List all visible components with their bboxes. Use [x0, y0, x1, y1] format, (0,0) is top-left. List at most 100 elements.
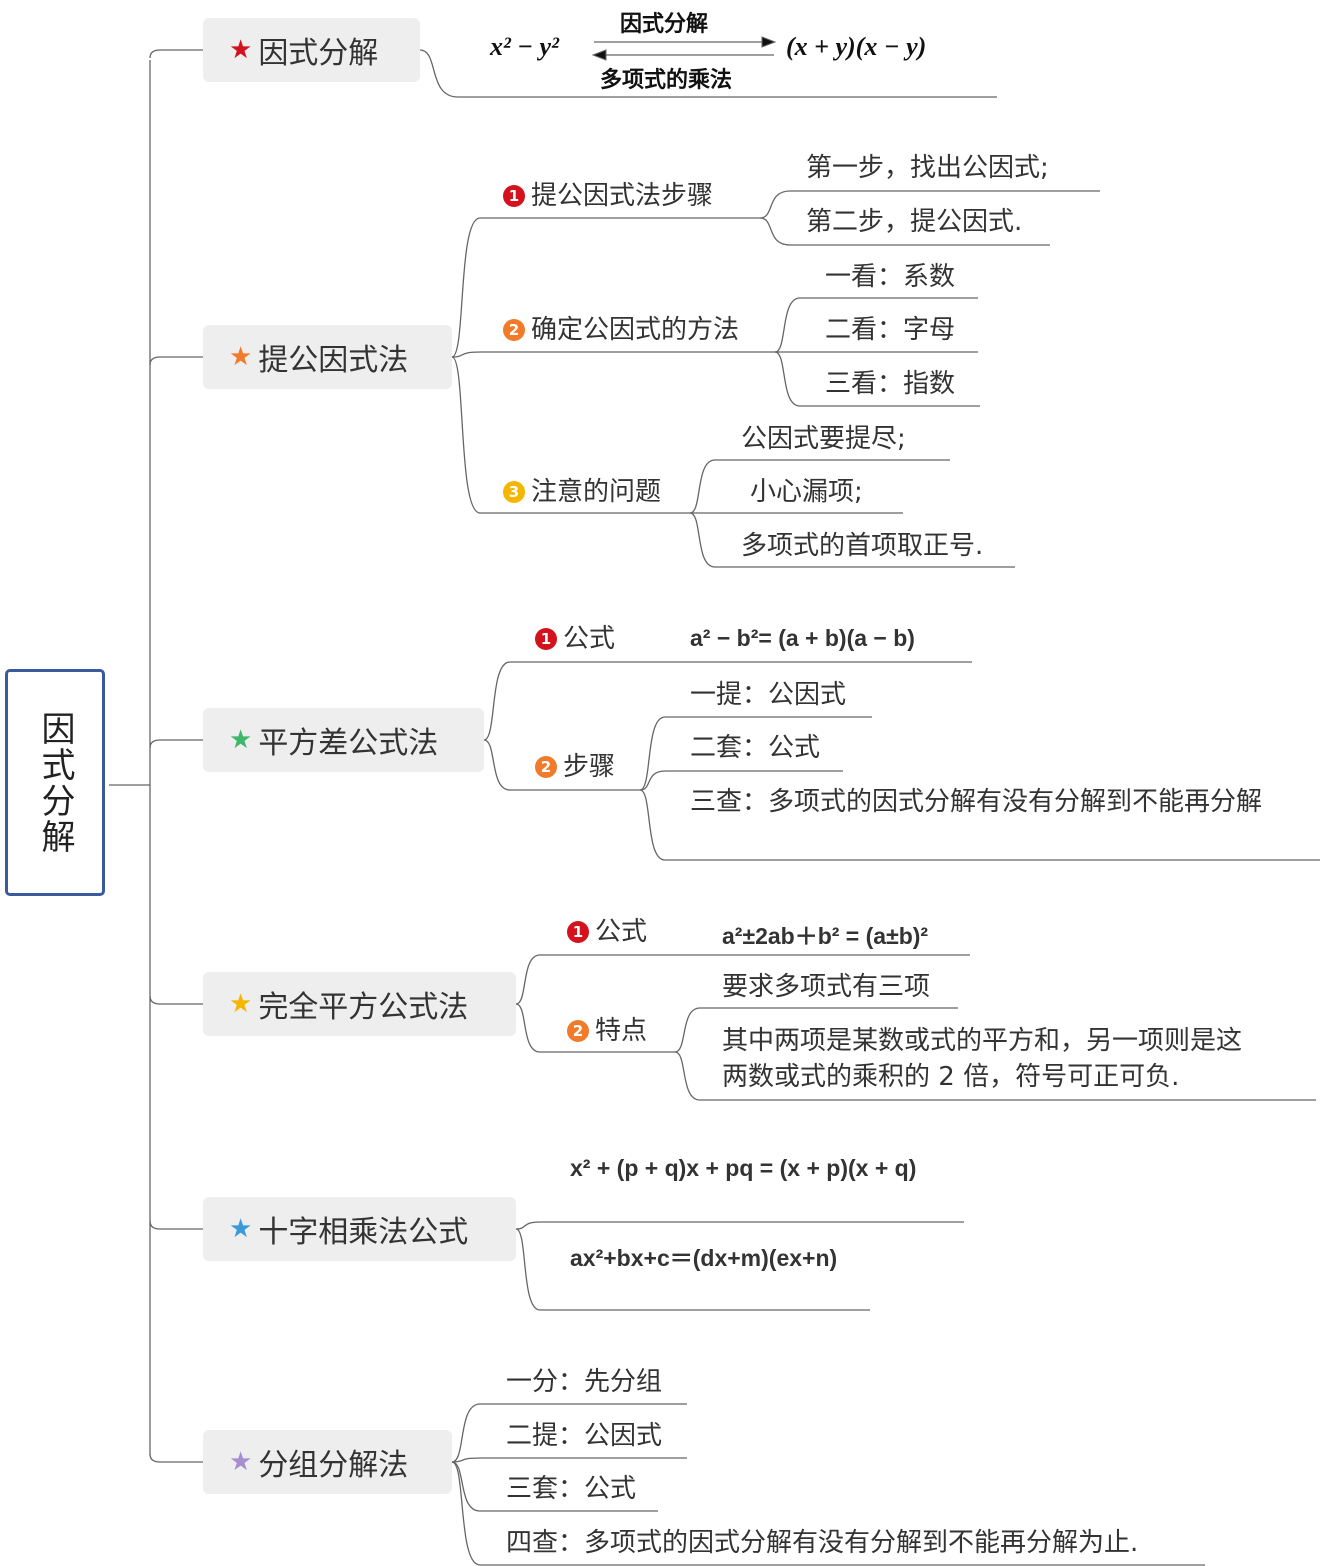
star-icon: ★ — [229, 1447, 253, 1477]
star-icon: ★ — [229, 342, 253, 372]
group-text: 公式 — [563, 624, 616, 654]
node-difference-of-squares[interactable]: ★平方差公式法 — [203, 708, 484, 772]
leaf[interactable]: 二套：公式 — [690, 733, 821, 763]
node-label: 分组分解法 — [258, 1448, 409, 1483]
node-label: 因式分解 — [258, 36, 379, 71]
group-label[interactable]: 3 注意的问题 — [503, 477, 661, 507]
leaf[interactable]: 第二步，提公因式. — [806, 207, 1023, 237]
arrow-right-head — [761, 36, 777, 48]
node-common-factor[interactable]: ★提公因式法 — [203, 325, 452, 389]
branch-line — [515, 954, 970, 1005]
branch-line — [774, 297, 978, 353]
trunk-branch — [149, 1220, 203, 1230]
formula-left: x² − y² — [490, 32, 559, 61]
branch-line — [483, 739, 640, 791]
node-perfect-square[interactable]: ★完全平方公式法 — [203, 972, 516, 1036]
branch-line — [451, 1461, 1205, 1566]
leaf[interactable]: 两数或式的乘积的 2 倍，符号可正可负. — [722, 1062, 1180, 1092]
formula: a² − b²= (a + b)(a − b) — [690, 625, 915, 651]
leaf[interactable]: 二看：字母 — [825, 315, 956, 345]
trunk-branch — [149, 49, 203, 59]
arrow-bottom-label: 多项式的乘法 — [600, 67, 733, 92]
leaf[interactable]: 一看：系数 — [825, 262, 956, 292]
node-label: 十字相乘法公式 — [258, 1215, 469, 1250]
node-grouping[interactable]: ★分组分解法 — [203, 1430, 452, 1494]
branch-line — [451, 1461, 658, 1512]
number-badge-icon: 1 — [503, 185, 525, 207]
node-label: 平方差公式法 — [258, 726, 439, 761]
number-badge-icon: 2 — [535, 756, 557, 778]
branch-line — [451, 217, 760, 358]
star-icon: ★ — [229, 989, 253, 1019]
star-icon: ★ — [229, 35, 253, 65]
group-label[interactable]: 1 提公因式法步骤 — [503, 181, 713, 211]
branch-line — [639, 716, 872, 791]
star-icon: ★ — [229, 725, 253, 755]
trunk-branch — [149, 995, 203, 1005]
trunk-branch — [149, 739, 203, 749]
branch-line — [451, 1457, 687, 1463]
group-text: 注意的问题 — [531, 477, 662, 507]
branch-line — [759, 217, 1050, 246]
branch-line — [774, 351, 980, 407]
number-badge-icon: 2 — [567, 1020, 589, 1042]
leaf[interactable]: 三查：多项式的因式分解有没有分解到不能再分解 — [690, 787, 1263, 817]
branch-line — [674, 1051, 1316, 1101]
branch-line — [689, 459, 950, 514]
formula: x² + (p + q)x + pq = (x + p)(x + q) — [570, 1155, 917, 1181]
group-label[interactable]: 1 公式 — [535, 624, 615, 654]
group-label[interactable]: 1 公式 — [567, 917, 647, 947]
arrow-left-head — [591, 49, 607, 61]
branch-line — [451, 351, 775, 358]
group-label[interactable]: 2 步骤 — [535, 752, 615, 782]
branch-line — [759, 190, 1100, 219]
number-badge-icon: 1 — [567, 921, 589, 943]
leaf[interactable]: 三看：指数 — [825, 369, 956, 399]
trunk-branch — [149, 1453, 203, 1463]
formula: ax²+bx+c＝(dx+m)(ex+n) — [570, 1245, 838, 1271]
branch-line — [451, 1403, 687, 1463]
branch-line — [674, 1007, 958, 1053]
branch-line — [419, 49, 997, 98]
number-badge-icon: 3 — [503, 481, 525, 503]
branch-line — [515, 1221, 964, 1230]
star-icon: ★ — [229, 1214, 253, 1244]
root-node[interactable]: 因式分解 — [5, 669, 105, 896]
group-text: 特点 — [595, 1016, 648, 1046]
branch-line — [639, 789, 1320, 861]
leaf[interactable]: 要求多项式有三项 — [722, 972, 931, 1002]
group-text: 确定公因式的方法 — [531, 315, 740, 345]
leaf[interactable]: 四查：多项式的因式分解有没有分解到不能再分解为止. — [506, 1528, 1139, 1558]
formula: a²±2ab＋b² = (a±b)² — [722, 923, 929, 949]
branch-line — [515, 1228, 870, 1311]
arrow-top-label: 因式分解 — [620, 11, 709, 36]
leaf[interactable]: 其中两项是某数或式的平方和，另一项则是这 — [722, 1026, 1243, 1056]
group-label[interactable]: 2 特点 — [567, 1016, 647, 1046]
number-badge-icon: 1 — [535, 628, 557, 650]
branch-line — [515, 1003, 675, 1053]
branch-line — [451, 356, 690, 514]
leaf[interactable]: 一分：先分组 — [506, 1367, 663, 1397]
branch-line — [483, 661, 972, 741]
node-factorization[interactable]: ★因式分解 — [203, 18, 420, 82]
node-label: 完全平方公式法 — [258, 990, 469, 1025]
leaf[interactable]: 多项式的首项取正号. — [741, 531, 984, 561]
branch-line — [689, 512, 1015, 568]
node-cross-multiplication[interactable]: ★十字相乘法公式 — [203, 1197, 516, 1261]
leaf[interactable]: 第一步，找出公因式; — [806, 153, 1049, 183]
leaf[interactable]: 二提：公因式 — [506, 1421, 663, 1451]
leaf[interactable]: 三套：公式 — [506, 1474, 637, 1504]
formula-right: (x + y)(x − y) — [786, 32, 927, 61]
leaf[interactable]: 小心漏项; — [750, 477, 863, 507]
leaf[interactable]: 公因式要提尽; — [741, 424, 906, 454]
group-text: 步骤 — [563, 752, 616, 782]
group-text: 提公因式法步骤 — [531, 181, 714, 211]
leaf[interactable]: 一提：公因式 — [690, 680, 847, 710]
node-label: 提公因式法 — [258, 343, 409, 378]
group-text: 公式 — [595, 917, 648, 947]
trunk-branch — [149, 356, 203, 366]
branch-line — [639, 770, 843, 791]
